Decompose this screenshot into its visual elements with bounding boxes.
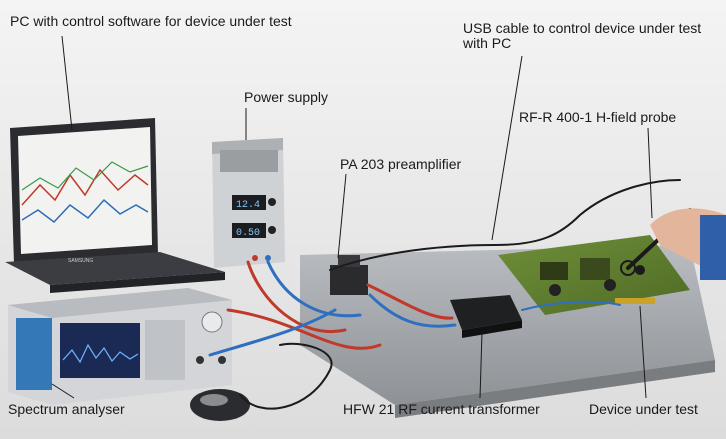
laptop: SAMSUNG [5,118,225,293]
current-transformer [450,295,522,338]
preamplifier [330,255,368,295]
cables [208,179,681,410]
label-current-transformer: HFW 21 RF current transformer [343,401,540,417]
label-probe: RF-R 400-1 H-field probe [519,109,677,125]
label-preamplifier: PA 203 preamplifier [340,156,462,172]
spectrum-analyser [8,288,232,405]
label-device-under-test: Device under test [589,401,698,417]
label-spectrum-analyser: Spectrum analyser [8,401,125,417]
label-pc: PC with control software for device unde… [10,13,292,29]
label-power-supply: Power supply [244,89,329,105]
psu-current-readout: 0.50 [236,228,260,239]
laptop-brand: SAMSUNG [68,258,93,264]
psu-voltage-readout: 12.4 [236,200,260,211]
leader-lines [51,35,653,399]
label-usb-cable: USB cable to control device under test w… [463,20,702,51]
power-supply: 12.4 0.50 [212,138,285,268]
sleeve [700,215,726,280]
